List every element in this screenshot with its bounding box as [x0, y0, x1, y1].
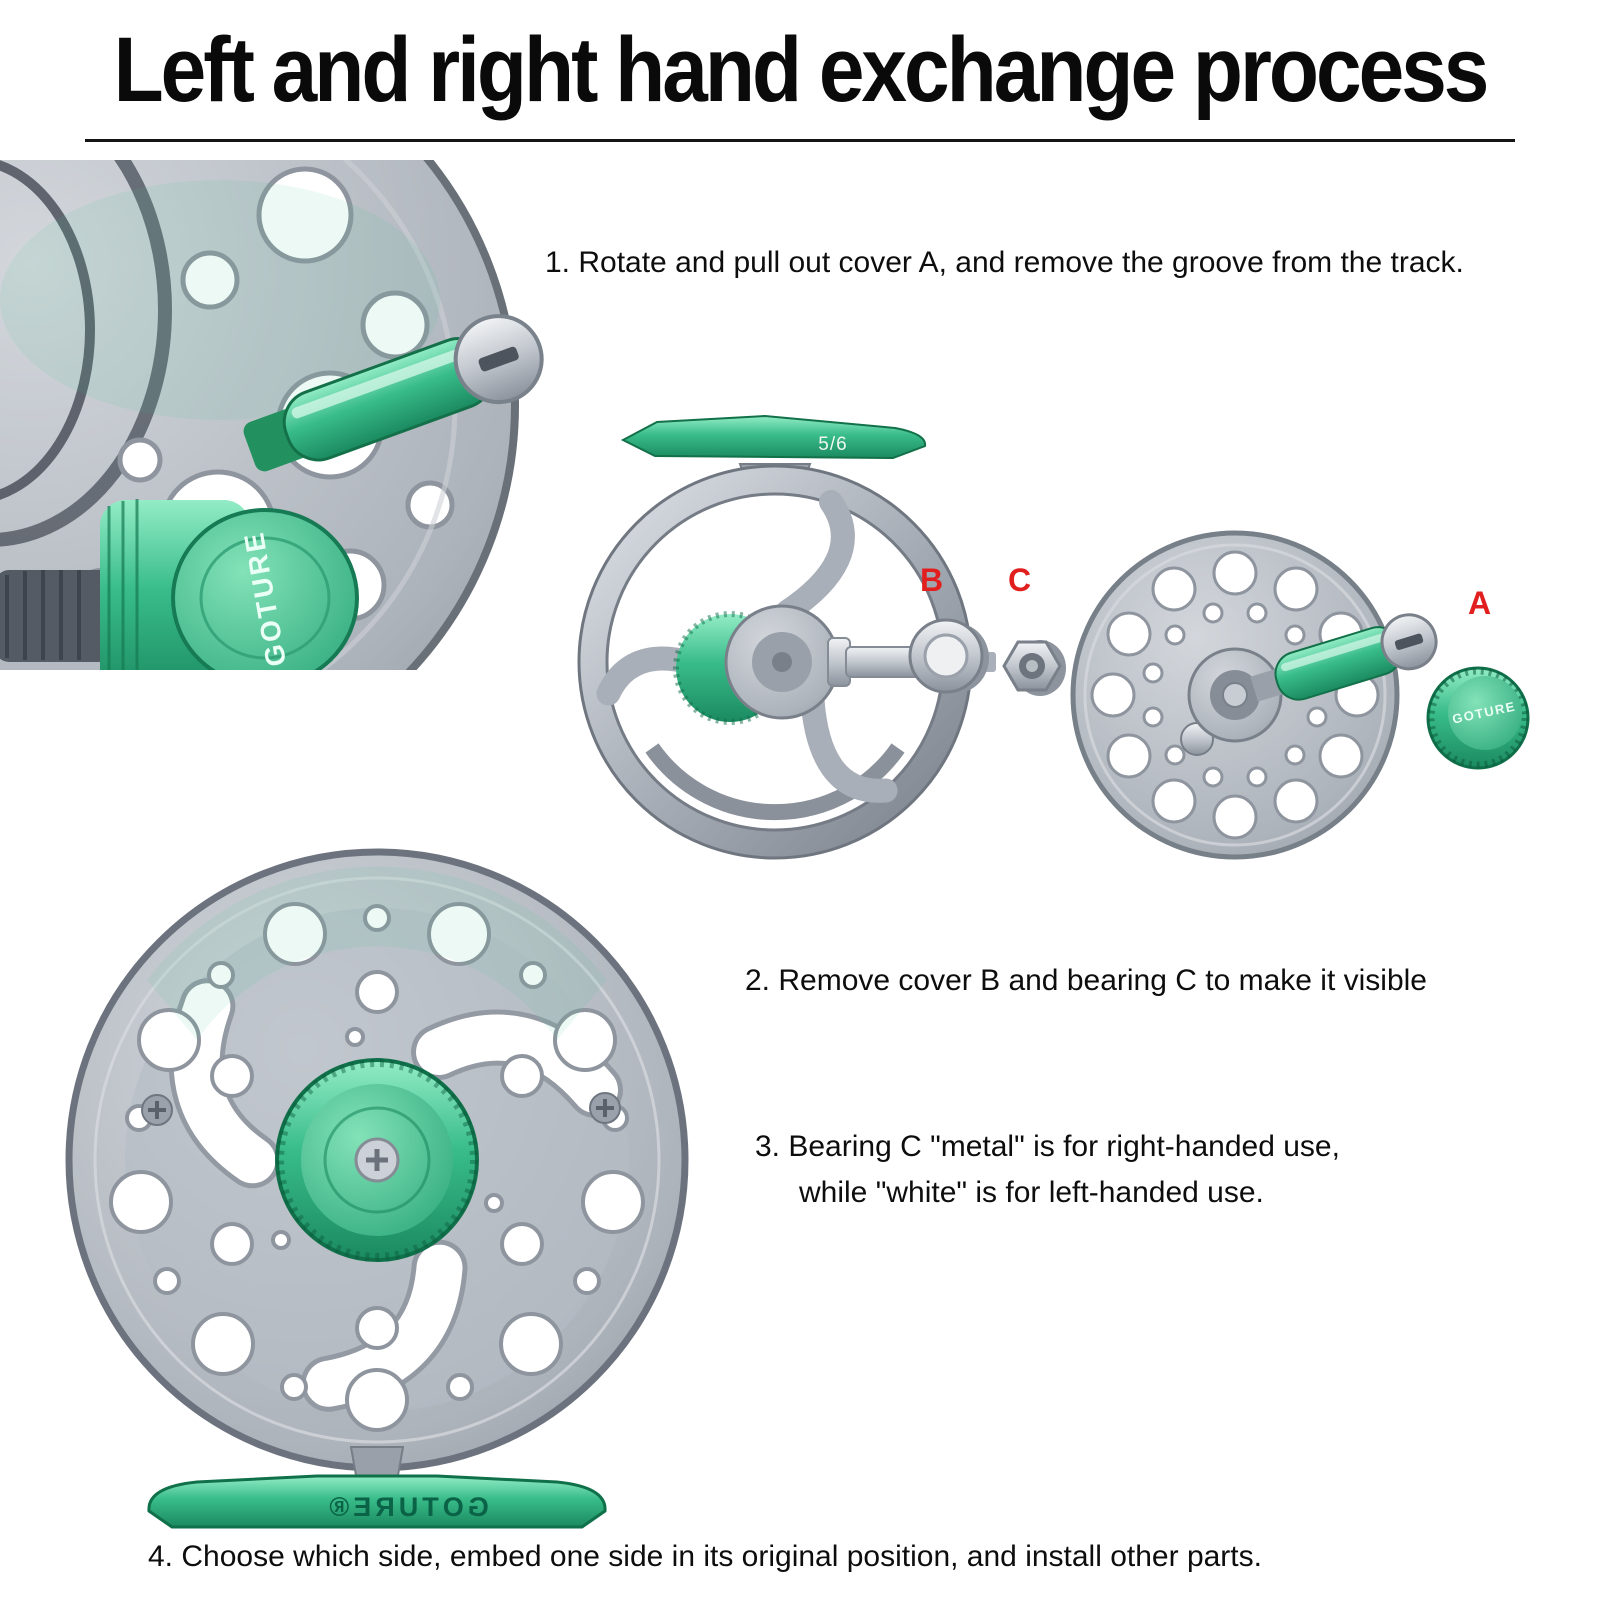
- cover-b: [908, 618, 989, 694]
- green-reflection: [147, 866, 607, 1040]
- cover-a-cap: GOTURE: [1426, 666, 1530, 770]
- front-foot: GOTURE®: [147, 1446, 607, 1529]
- reel-frame: 5/6: [577, 414, 996, 860]
- step-2-text: 2. Remove cover B and bearing C to make …: [745, 964, 1427, 997]
- step-3-line-1: 3. Bearing C "metal" is for right-handed…: [755, 1130, 1340, 1163]
- frame-foot-size: 5/6: [818, 434, 847, 455]
- photo-reel-front: GOTURE®: [65, 848, 689, 1529]
- front-screws: [141, 1092, 621, 1126]
- diagram-exploded-view: 5/6: [577, 414, 1530, 860]
- step-4-text: 4. Choose which side, embed one side in …: [148, 1540, 1262, 1573]
- reel-spool: [1070, 530, 1438, 860]
- closeup-drag-knob: GOTURE: [0, 499, 359, 670]
- step-3-line-2: while "white" is for left-handed use.: [799, 1176, 1264, 1209]
- page-title: Left and right hand exchange process: [113, 19, 1490, 122]
- part-label-b: B: [920, 562, 944, 598]
- bearing-c: [1002, 640, 1066, 696]
- foot-brand: GOTURE®: [325, 1492, 488, 1522]
- green-reflection: [0, 180, 440, 420]
- spool-handle: [1250, 613, 1438, 702]
- title-underline: [85, 139, 1515, 142]
- front-reel: [65, 848, 689, 1472]
- step-1-text: 1. Rotate and pull out cover A, and remo…: [545, 246, 1464, 279]
- front-reel-slots: [168, 978, 623, 1412]
- closeup-spool-edge: [0, 160, 172, 547]
- step-3-text: 3. Bearing C "metal" is for right-handed…: [755, 1124, 1515, 1216]
- photo-reel-closeup: GOTURE: [0, 160, 544, 670]
- part-label-a: A: [1468, 585, 1492, 621]
- front-reel-holes: [109, 902, 645, 1432]
- closeup-handle: [243, 314, 544, 472]
- front-center-cap: [275, 1058, 479, 1262]
- part-label-c: C: [1008, 562, 1032, 598]
